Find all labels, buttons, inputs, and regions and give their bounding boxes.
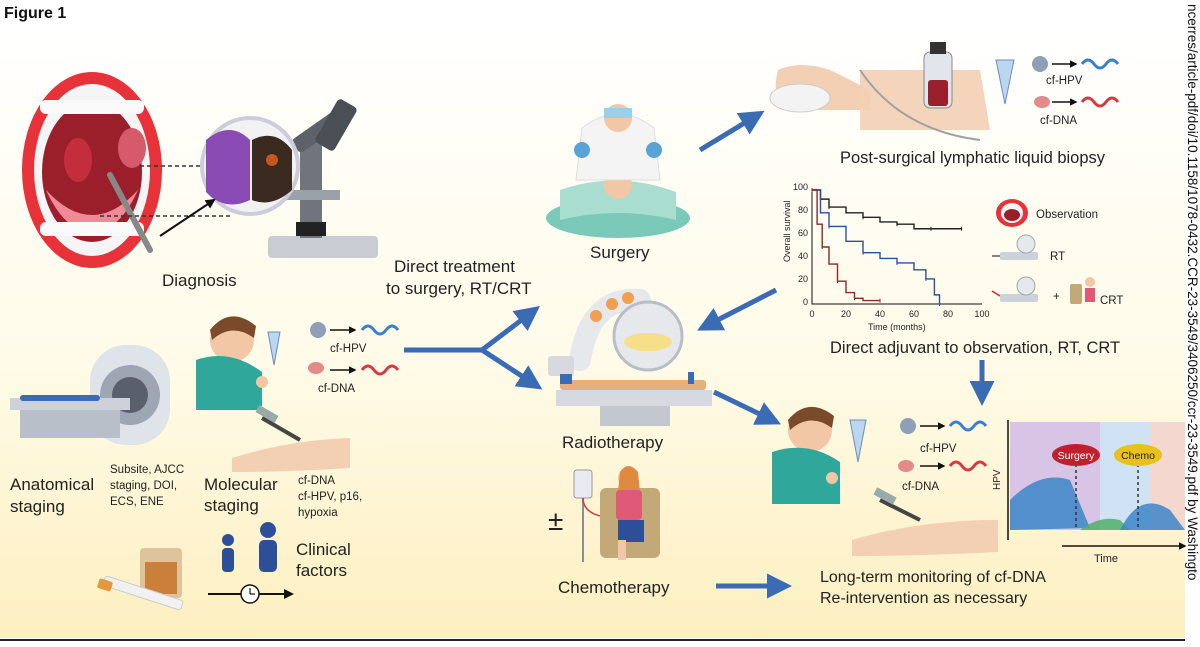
molecular-staging-label-line2: staging [204,496,259,515]
branch-arrow-to-surgery [480,305,540,352]
survival-xtick-3: 60 [909,309,919,319]
survival-chart: Overall survival Time (months) 0 20 40 6… [782,182,990,332]
anatomical-details-line1: Subsite, AJCC [110,464,184,476]
arrow-mouth-to-microscope [159,198,216,237]
direct-treatment-label-line2: to surgery, RT/CRT [386,279,531,298]
survival-ylabel: Overall survival [782,200,792,262]
arrow-surgery-to-biopsy [698,110,765,153]
surgery-label: Surgery [590,243,650,262]
figure-label: Figure 1 [4,5,66,22]
legend-rt-icon [992,234,1038,260]
survival-axes [811,190,982,305]
alcohol-tobacco-illustration [97,548,184,611]
survival-xlabel: Time (months) [868,322,926,332]
direct-treatment-label-line1: Direct treatment [394,257,515,276]
legend-crt-icon [991,276,1095,304]
cf-hpv-label-top: cf-HPV [1046,75,1083,87]
monitoring-label-line2: Re-intervention as necessary [820,590,1027,607]
biomarker-top: cf-HPV cf-DNA [995,56,1120,127]
hpv-xlabel: Time [1094,553,1118,565]
biomarker-right: cf-HPV cf-DNA [898,418,988,493]
survival-line-observation [812,189,962,230]
hpv-ylabel: HPV [992,469,1003,490]
microscope-illustration [268,99,378,258]
legend-crt: CRT [1100,295,1123,307]
chemotherapy-label: Chemotherapy [558,578,670,597]
survival-ytick-1: 20 [798,274,808,284]
survival-xtick-0: 0 [809,309,814,319]
anatomical-staging-label-line2: staging [10,497,65,516]
diagnosis-label: Diagnosis [162,271,237,290]
direct-adjuvant-label: Direct adjuvant to observation, RT, CRT [830,339,1120,357]
survival-ytick-3: 60 [798,228,808,238]
legend-observation: Observation [1036,209,1098,221]
arm-syringe-left [232,405,350,472]
survival-xtick-4: 80 [943,309,953,319]
chemotherapy-illustration [573,466,660,562]
radiotherapy-label: Radiotherapy [562,433,664,452]
patient-test-illustration-left [196,316,281,410]
radiotherapy-illustration [548,288,712,426]
legend-observation-icon [996,199,1028,227]
survival-line-rt [812,189,941,304]
post-surgical-label: Post-surgical lymphatic liquid biopsy [840,149,1106,167]
anatomical-details-line3: ECS, ENE [110,496,164,508]
survival-ytick-0: 0 [803,297,808,307]
hpv-monitoring-chart [1007,420,1187,550]
survival-xtick-1: 20 [841,309,851,319]
survival-line-crt [812,189,880,302]
survival-xtick-5: 100 [974,309,989,319]
hpv-surgery-tag: Surgery [1058,450,1096,462]
branch-arrow-to-radiotherapy [480,347,543,390]
molecular-details-line1: cf-DNA [298,475,335,487]
arrow-chart-to-radiotherapy [697,287,778,331]
magnifier-circle [200,116,300,216]
surgery-illustration [546,104,690,238]
legend-rt: RT [1050,251,1065,263]
survival-ytick-5: 100 [793,182,808,192]
people-aging-illustration [208,522,294,604]
mouth-illustration [22,72,162,268]
mri-scanner-illustration [10,345,170,445]
molecular-details-line2: cf-HPV, p16, [298,491,362,503]
cf-dna-label-left: cf-DNA [318,383,355,395]
anatomical-details-line2: staging, DOI, [110,480,177,492]
post-surgical-patient-illustration [769,42,990,141]
clinical-factors-label-line1: Clinical [296,540,351,559]
cf-dna-label-top: cf-DNA [1040,115,1077,127]
hpv-chemo-tag: Chemo [1121,450,1155,462]
legend-plus: + [1053,291,1060,303]
survival-xtick-2: 40 [875,309,885,319]
patient-test-illustration-right [772,406,867,504]
cf-hpv-label-left: cf-HPV [330,343,367,355]
side-watermark: ncerres/article-pdf/doi/10.1158/1078-043… [1185,4,1200,580]
biomarker-left: cf-HPV cf-DNA [308,322,400,395]
survival-ytick-4: 80 [798,205,808,215]
survival-ytick-2: 40 [798,251,808,261]
anatomical-staging-label-line1: Anatomical [10,475,94,494]
cf-dna-label-right: cf-DNA [902,481,939,493]
molecular-staging-label-line1: Molecular [204,475,278,494]
cf-hpv-label-right: cf-HPV [920,443,957,455]
arrow-radiotherapy-to-monitoring [712,389,782,425]
arm-syringe-right [852,487,998,556]
clinical-factors-label-line2: factors [296,561,347,580]
molecular-details-line3: hypoxia [298,507,338,519]
plus-minus-symbol: ± [548,505,563,536]
monitoring-label-line1: Long-term monitoring of cf-DNA [820,569,1046,586]
